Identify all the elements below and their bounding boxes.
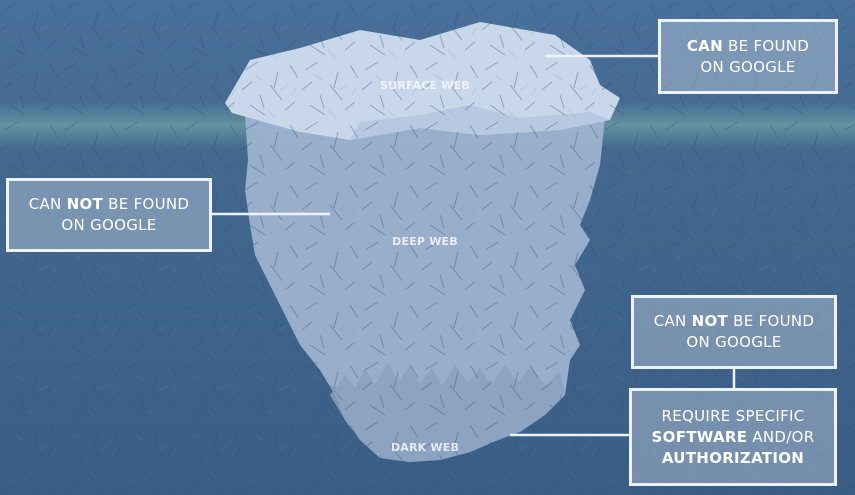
callout-surface-bold: CAN	[686, 36, 723, 55]
callout-dark-bottom: REQUIRE SPECIFIC SOFTWARE AND/OR AUTHORI…	[629, 388, 837, 486]
callout-deep-bold: NOT	[66, 195, 104, 213]
callout-deep: CAN NOT BE FOUND ON GOOGLE	[6, 178, 212, 252]
callout-surface-line2: ON GOOGLE	[700, 57, 796, 76]
callout-dark-bottom-line3: AUTHORIZATION	[662, 448, 804, 469]
callout-dark-top-rest: BE FOUND	[728, 312, 815, 330]
callout-dark-top-bold: NOT	[691, 312, 729, 330]
callout-dark-top-pre: CAN	[653, 312, 692, 330]
callout-surface-rest: BE FOUND	[722, 36, 810, 55]
callout-deep-line2: ON GOOGLE	[61, 216, 157, 234]
dark-web-label: DARK WEB	[390, 441, 460, 454]
callout-dark-bottom-line2: SOFTWARE AND/OR	[652, 427, 815, 448]
callout-dark-top: CAN NOT BE FOUND ON GOOGLE	[631, 295, 837, 369]
callout-deep-pre: CAN	[28, 195, 67, 213]
callout-dark-bottom-bold3: AUTHORIZATION	[661, 448, 805, 467]
callout-surface-line1: CAN BE FOUND	[687, 36, 809, 57]
callout-dark-top-line2: ON GOOGLE	[686, 333, 782, 351]
callout-deep-line1: CAN NOT BE FOUND	[29, 194, 190, 215]
callout-dark-top-line1: CAN NOT BE FOUND	[654, 311, 815, 332]
callout-dark-bottom-bold: SOFTWARE	[651, 427, 748, 446]
callout-surface: CAN BE FOUND ON GOOGLE	[658, 19, 838, 94]
callout-dark-bottom-line1: REQUIRE SPECIFIC	[661, 406, 805, 425]
callout-dark-bottom-rest: AND/OR	[747, 427, 815, 446]
deep-web-label: DEEP WEB	[392, 235, 458, 248]
callout-deep-rest: BE FOUND	[103, 195, 190, 213]
surface-web-label: SURFACE WEB	[380, 79, 470, 92]
